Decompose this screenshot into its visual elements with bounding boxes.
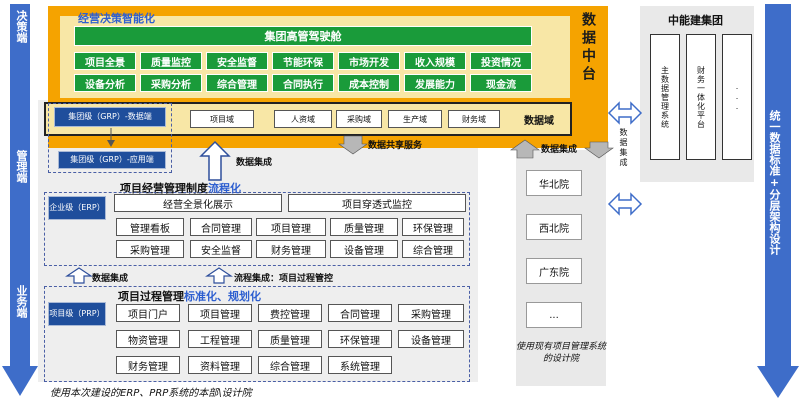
footer-note: 使用本次建设的ERP、PRP系统的本部\设计院 [50,388,252,399]
process-integration-arrow [205,267,233,284]
decision-item: 收入规模 [404,52,466,70]
mid-item: 环保管理 [402,218,464,236]
decision-item: 投资情况 [470,52,532,70]
data-center-label: 数据中台 [580,12,596,84]
mid-title-suffix: 流程化 [208,182,241,195]
institutes-down-arrow [584,141,614,159]
left-axis-bottom-label: 业务端 [15,285,28,318]
institute-item: 华北院 [526,170,582,196]
mid-item: 项目管理 [256,218,326,236]
share-service-arrow [338,135,368,155]
mid-title: 项目经营管理制度流程化 [120,180,241,196]
decision-item: 采购分析 [140,74,202,92]
monitor-box: 项目穿透式监控 [288,194,466,212]
exchange-label: 数据集成 [619,128,628,168]
institute-item: ... [526,302,582,328]
domain-item: 采购域 [336,110,382,128]
process-integration-label: 流程集成：项目过程管控 [234,274,334,284]
low-data-integration-arrow [65,267,93,284]
left-axis-middle-label: 管理端 [15,150,28,183]
low-data-integration-label: 数据集成 [92,274,129,284]
grp-data-box: 集团级（GRP）-数据端 [54,107,166,127]
group-column: 主数据管理系统 [650,34,680,160]
decision-item: 现金流 [470,74,532,92]
low-title: 项目过程管理标准化、规划化 [118,288,261,304]
group-title: 中能建集团 [668,14,723,27]
low-item: 项目管理 [188,304,252,322]
mid-frame [44,192,470,266]
low-item: 费控管理 [258,304,322,322]
low-item: 工程管理 [188,330,252,348]
erp-box: 企业级（ERP） [48,196,106,220]
institutes-integration-arrow [510,139,540,159]
low-item: 资料管理 [188,356,252,374]
low-frame [44,286,470,382]
left-axis-top-label: 决策端 [15,10,28,43]
decision-item: 合同执行 [272,74,334,92]
mid-title-prefix: 项目经营管理制度 [120,182,208,195]
decision-item: 质量监控 [140,52,202,70]
decision-item: 项目全景 [74,52,136,70]
mid-item: 合同管理 [190,218,252,236]
mid-item: 财务管理 [256,240,326,258]
institute-item: 广东院 [526,258,582,284]
low-title-prefix: 项目过程管理 [118,290,184,303]
data-integration-mid-label: 数据集成 [236,158,273,168]
grp-group-frame [48,103,172,173]
low-item: 项目门户 [116,304,180,322]
low-item: 合同管理 [328,304,392,322]
right-axis-arrow [757,4,799,398]
share-service-label: 数据共享服务 [368,141,423,151]
domain-item: 人资域 [274,110,332,128]
institutes-integration-label: 数据集成 [541,145,578,155]
decision-item: 安全监督 [206,52,268,70]
decision-title: 经营决策智能化 [78,12,155,25]
decision-item: 设备分析 [74,74,136,92]
low-item: 综合管理 [258,356,322,374]
panorama-box: 经营全景化展示 [114,194,282,212]
mid-item: 采购管理 [116,240,184,258]
data-domain-label: 数据域 [524,116,554,127]
institute-item: 西北院 [526,214,582,240]
mid-item: 质量管理 [330,218,398,236]
decision-item: 成本控制 [338,74,400,92]
low-title-suffix: 标准化、规划化 [184,290,261,303]
domain-item: 财务域 [448,110,500,128]
data-integration-up-arrow [199,140,231,181]
low-item: 采购管理 [398,304,464,322]
decision-item: 发展能力 [404,74,466,92]
group-column: ... [722,34,752,160]
exchange-arrow-bottom [607,192,643,216]
low-item: 环保管理 [328,330,392,348]
exchange-arrow-top [607,101,643,125]
low-item: 系统管理 [328,356,392,374]
prp-box: 项目级（PRP） [48,302,106,326]
low-item: 质量管理 [258,330,322,348]
group-column: 财务一体化平台 [686,34,716,160]
right-axis-label: 统一数据标准+分层架构设计 [768,110,781,255]
decision-item: 市场开发 [338,52,400,70]
institutes-caption: 使用现有项目管理系统的设计院 [516,342,607,364]
decision-item: 节能环保 [272,52,334,70]
domain-item: 生产域 [388,110,442,128]
low-item: 财务管理 [116,356,180,374]
mid-item: 综合管理 [402,240,464,258]
left-axis-arrow [2,4,38,396]
mid-item: 管理看板 [116,218,184,236]
mid-item: 设备管理 [330,240,398,258]
domain-item: 项目域 [190,110,254,128]
decision-item: 综合管理 [206,74,268,92]
cockpit-bar: 集团高管驾驶舱 [74,26,532,46]
low-item: 设备管理 [398,330,464,348]
grp-link-arrow [107,128,115,147]
grp-app-box: 集团级（GRP）-应用端 [58,151,166,169]
mid-item: 安全监督 [190,240,252,258]
low-item: 物资管理 [116,330,180,348]
